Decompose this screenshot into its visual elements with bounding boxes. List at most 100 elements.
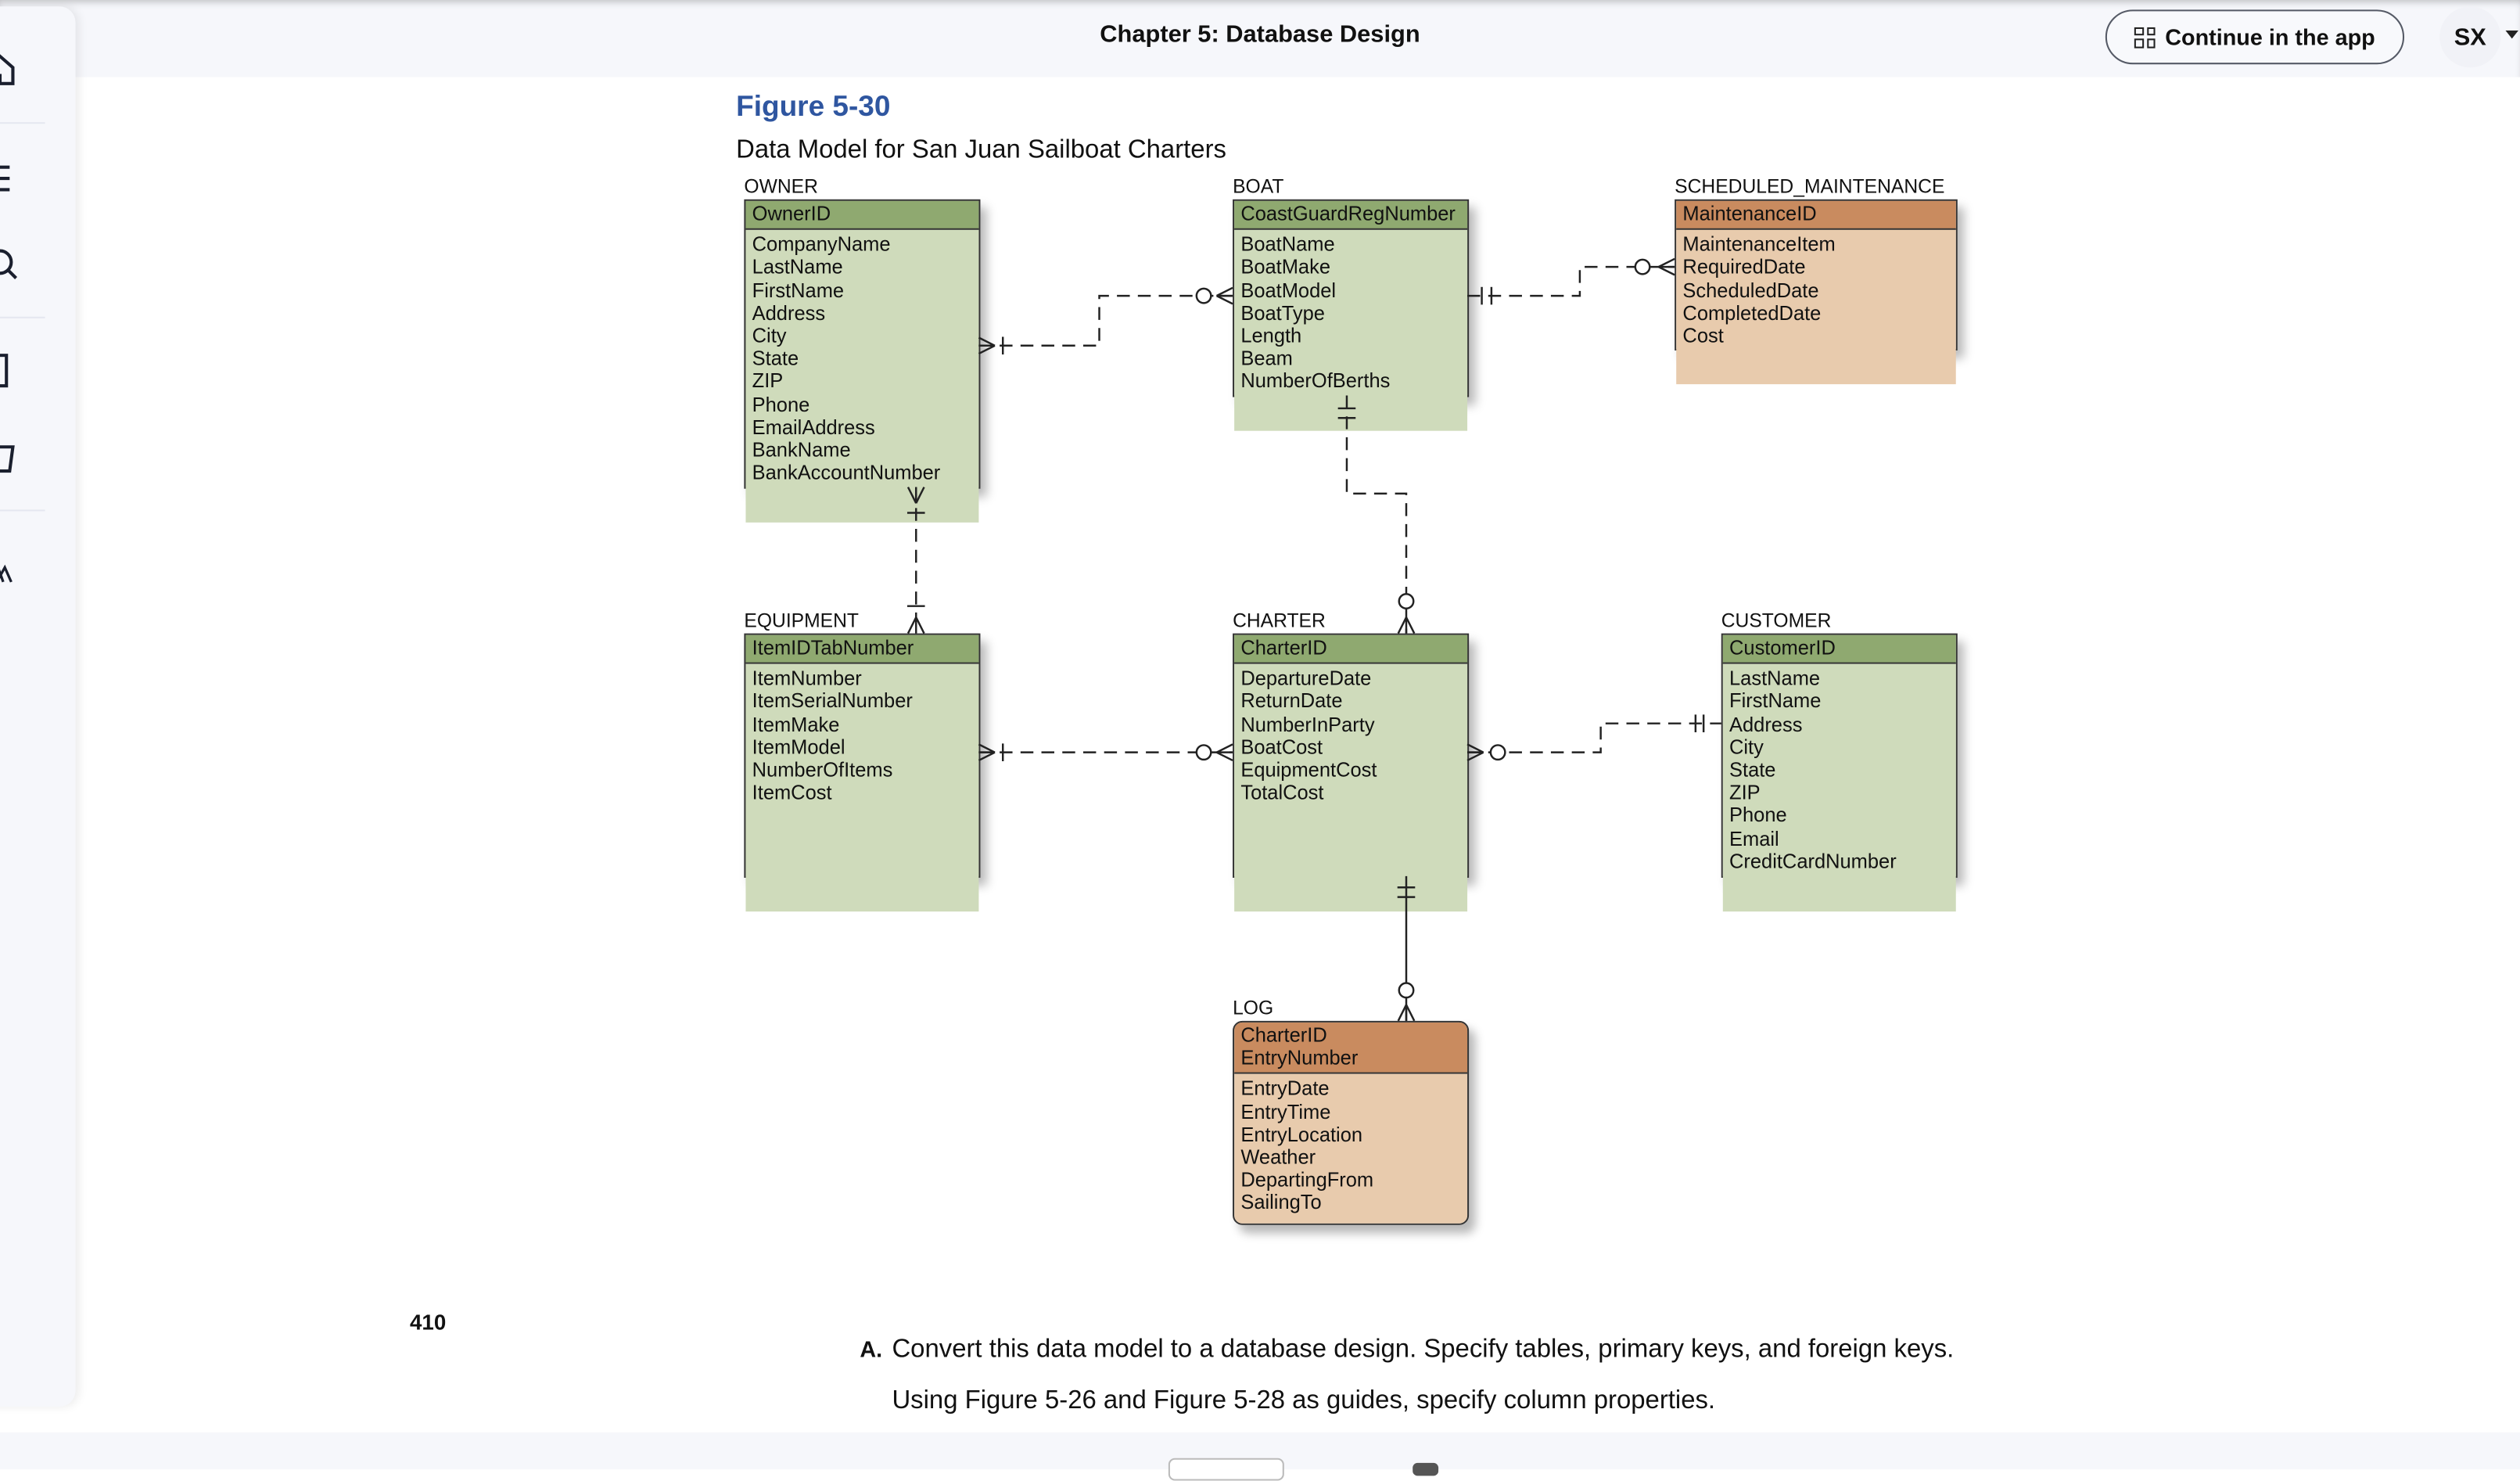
entity-name-customer: CUSTOMER — [1721, 609, 1832, 632]
attribute: ItemNumber — [752, 667, 862, 690]
relationship-line — [1467, 265, 1675, 297]
primary-key: CharterID — [1240, 1023, 1327, 1047]
attribute: LastName — [1729, 667, 1821, 690]
attribute: City — [1729, 735, 1764, 759]
attribute: FirstName — [1729, 690, 1822, 714]
question-line-1: Convert this data model to a database de… — [892, 1335, 1955, 1364]
text-size-icon[interactable] — [0, 553, 23, 588]
attribute: ZIP — [1729, 782, 1761, 804]
crows-foot-mark — [1405, 1004, 1416, 1022]
attribute: CompanyName — [752, 233, 891, 257]
primary-key: CharterID — [1240, 636, 1327, 660]
question-marker: A. — [860, 1335, 883, 1362]
attribute: BankAccountNumber — [752, 462, 941, 484]
crows-foot-mark — [915, 616, 925, 634]
relationship-line — [1467, 722, 1721, 753]
crows-foot-mark — [978, 751, 996, 762]
user-avatar[interactable]: SX — [2439, 6, 2501, 68]
attribute: City — [752, 325, 787, 347]
crows-foot-mark — [1215, 286, 1233, 297]
attribute: BoatType — [1240, 301, 1325, 325]
entity-name-boat: BOAT — [1233, 174, 1284, 198]
attribute: EntryDate — [1240, 1077, 1330, 1101]
flashcards-icon[interactable] — [0, 440, 23, 476]
attribute: ItemSerialNumber — [752, 690, 913, 714]
attribute: EquipmentCost — [1240, 758, 1377, 782]
attribute: NumberOfItems — [752, 758, 893, 782]
cardinality-zero-mark — [1398, 593, 1415, 609]
crows-foot-mark — [1215, 294, 1233, 305]
home-icon[interactable] — [0, 52, 23, 87]
entity-key-section: CharterID — [1234, 634, 1468, 665]
attribute: Length — [1240, 325, 1302, 347]
entity-key-section: MaintenanceID — [1676, 200, 1956, 231]
attribute: Phone — [752, 393, 810, 416]
cardinality-zero-mark — [1634, 258, 1651, 275]
primary-key: CoastGuardRegNumber — [1240, 202, 1456, 225]
top-bar: Chapter 5: Database Design Continue in t… — [0, 0, 2520, 77]
crows-foot-mark — [978, 344, 996, 355]
primary-key: CustomerID — [1729, 636, 1836, 660]
attribute: ScheduledDate — [1682, 279, 1819, 302]
attribute: State — [1729, 758, 1776, 782]
question-a: A. Convert this data model to a database … — [860, 1336, 1954, 1365]
attribute: ItemMake — [752, 713, 840, 736]
attribute: BankName — [752, 439, 851, 462]
continue-in-app-button[interactable]: Continue in the app — [2105, 9, 2405, 65]
sidebar-divider — [0, 316, 45, 318]
entity-key-section: ItemIDTabNumber — [745, 634, 979, 665]
continue-label: Continue in the app — [2165, 23, 2375, 50]
attribute: CompletedDate — [1682, 301, 1822, 325]
attribute: SailingTo — [1240, 1192, 1322, 1215]
cardinality-zero-mark — [1398, 982, 1415, 999]
entity-name-scheduled-maintenance: SCHEDULED_MAINTENANCE — [1675, 174, 1945, 198]
figure-caption: Data Model for San Juan Sailboat Charter… — [736, 136, 1226, 164]
attribute: Phone — [1729, 804, 1787, 828]
attribute: LastName — [752, 256, 843, 279]
page-indicator[interactable] — [1413, 1462, 1439, 1476]
crows-foot-mark — [1405, 616, 1416, 634]
entity-name-equipment: EQUIPMENT — [744, 609, 859, 632]
primary-key: EntryNumber — [1240, 1047, 1359, 1069]
page-tab[interactable] — [1168, 1458, 1284, 1481]
attribute: State — [752, 347, 799, 371]
attribute: Beam — [1240, 347, 1293, 371]
attribute: TotalCost — [1240, 782, 1324, 804]
crows-foot-mark — [1397, 1004, 1408, 1022]
primary-key: OwnerID — [752, 202, 831, 225]
attribute: Weather — [1240, 1146, 1316, 1169]
bottom-bar — [0, 1432, 2520, 1481]
attribute: BoatModel — [1240, 279, 1337, 302]
chevron-down-icon[interactable] — [2505, 31, 2518, 39]
crows-foot-mark — [1658, 257, 1675, 268]
attribute: ReturnDate — [1240, 690, 1343, 714]
attribute: DepartingFrom — [1240, 1169, 1374, 1192]
attribute: ZIP — [752, 370, 784, 394]
figure-label: Figure 5-30 — [736, 90, 891, 123]
attribute: EmailAddress — [752, 415, 875, 439]
question-line-2: Using Figure 5-26 and Figure 5-28 as gui… — [892, 1387, 1716, 1415]
attribute: BoatMake — [1240, 256, 1330, 279]
cardinality-zero-mark — [1195, 287, 1212, 304]
qr-code-icon — [2134, 26, 2156, 48]
crows-foot-mark — [978, 336, 996, 347]
crows-foot-mark — [978, 743, 996, 753]
crows-foot-mark — [1658, 266, 1675, 276]
relationship-line — [978, 294, 1233, 347]
attribute: Address — [752, 301, 826, 325]
crows-foot-mark — [906, 616, 917, 634]
page-number: 410 — [409, 1310, 447, 1335]
search-icon[interactable] — [0, 247, 23, 282]
menu-icon[interactable] — [0, 163, 23, 198]
bookmark-icon[interactable] — [0, 354, 23, 389]
primary-key: ItemIDTabNumber — [752, 636, 914, 660]
sidebar-divider — [0, 509, 45, 512]
attribute: BoatName — [1240, 233, 1335, 257]
attribute: ItemModel — [752, 735, 845, 759]
